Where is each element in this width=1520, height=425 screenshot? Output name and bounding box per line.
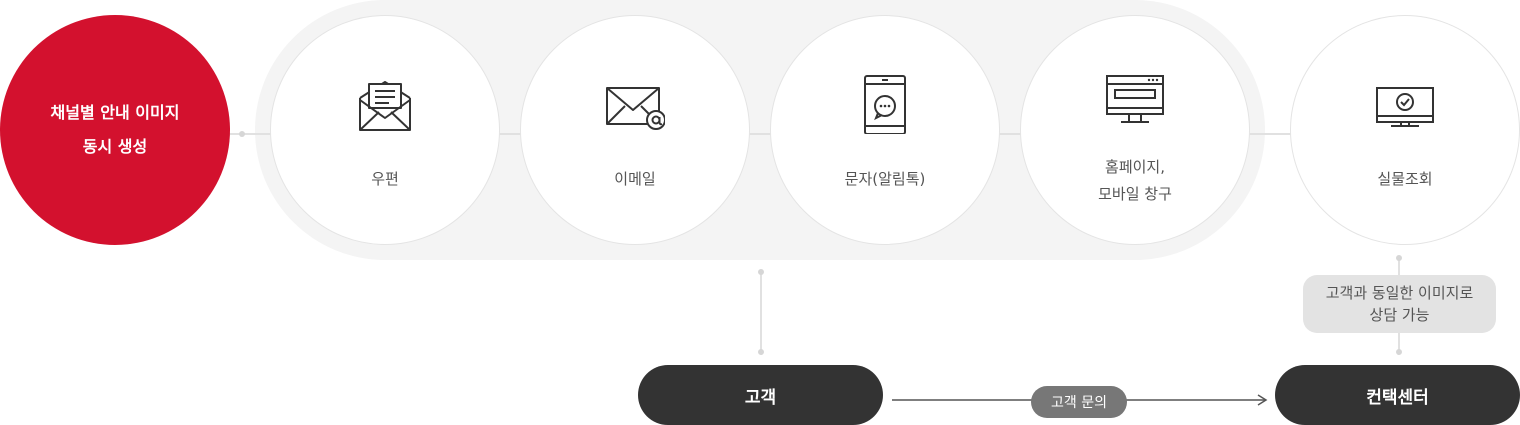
email-at-icon — [606, 87, 665, 130]
channel-label-mail: 우편 — [271, 166, 499, 193]
channel-circle-inquiry: 실물조회 — [1290, 15, 1520, 245]
channel-label-web: 홈페이지, 모바일 창구 — [1021, 154, 1249, 208]
contact-center-pill: 컨택센터 — [1275, 365, 1520, 425]
source-circle: 채널별 안내 이미지 동시 생성 — [0, 15, 230, 245]
channel-circle-email: 이메일 — [520, 15, 750, 245]
consultation-note: 고객과 동일한 이미지로 상담 가능 — [1303, 275, 1496, 333]
mobile-chat-icon — [864, 75, 906, 134]
channel-label-sms: 문자(알림톡) — [771, 166, 999, 193]
channel-label-email: 이메일 — [521, 166, 749, 193]
channel-label-text: 실물조회 — [1377, 170, 1433, 188]
connector-dot — [758, 349, 764, 355]
note-text: 고객과 동일한 이미지로 — [1325, 284, 1474, 302]
channel-circle-sms: 문자(알림톡) — [770, 15, 1000, 245]
channel-label-text: 모바일 창구 — [1098, 185, 1172, 203]
channel-label-inquiry: 실물조회 — [1291, 166, 1519, 193]
channel-circle-mail: 우편 — [270, 15, 500, 245]
connector-dot — [1396, 255, 1402, 261]
customer-connector-line — [760, 272, 762, 352]
channel-label-text: 우편 — [371, 170, 399, 188]
monitor-check-icon — [1376, 87, 1434, 127]
source-circle-title: 채널별 안내 이미지 — [50, 103, 180, 122]
envelope-open-icon — [359, 81, 411, 131]
channel-label-text: 이메일 — [614, 170, 656, 188]
note-text: 상담 가능 — [1369, 306, 1430, 324]
web-monitor-icon — [1106, 75, 1164, 123]
channel-label-text: 홈페이지, — [1105, 158, 1165, 176]
inquiry-badge: 고객 문의 — [1031, 386, 1127, 418]
customer-pill: 고객 — [638, 365, 883, 425]
channel-connector-line — [225, 133, 1305, 135]
connector-dot — [758, 269, 764, 275]
connector-dot — [1396, 349, 1402, 355]
channel-circle-web: 홈페이지, 모바일 창구 — [1020, 15, 1250, 245]
connector-dot — [239, 131, 245, 137]
source-circle-subtitle: 동시 생성 — [82, 137, 148, 156]
channel-label-text: 문자(알림톡) — [844, 170, 926, 188]
